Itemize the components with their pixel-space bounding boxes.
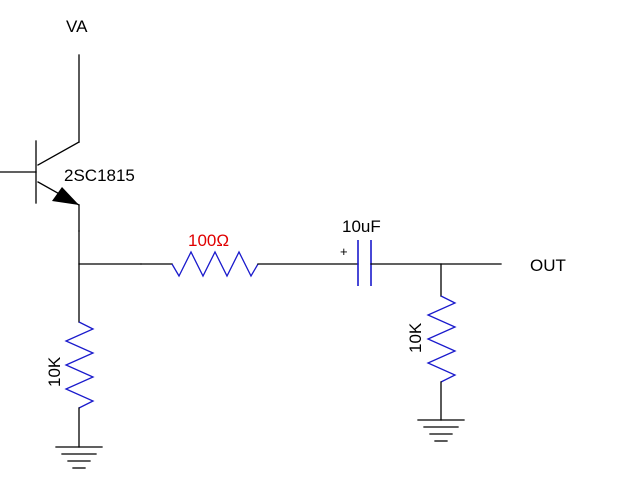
output-resistor [426, 295, 457, 383]
emitter-ground-icon [55, 407, 103, 469]
transistor-label: 2SC1815 [64, 166, 135, 185]
collector-wire [37, 54, 80, 166]
emitter-resistor [64, 321, 95, 409]
capacitor [357, 240, 372, 286]
capacitor-label: 10uF [342, 217, 381, 236]
output-label: OUT [530, 256, 566, 275]
emitter-arrow-icon [52, 187, 79, 205]
emitter-wire [78, 204, 142, 323]
output-resistor-label: 10K [406, 322, 425, 353]
series-resistor [171, 250, 259, 278]
capacitor-polarity-label: + [340, 244, 348, 259]
emitter-resistor-label: 10K [45, 356, 64, 387]
supply-label: VA [66, 17, 88, 36]
output-ground-icon [417, 381, 465, 442]
npn-transistor [0, 140, 80, 206]
series-resistor-label: 100Ω [188, 231, 229, 250]
